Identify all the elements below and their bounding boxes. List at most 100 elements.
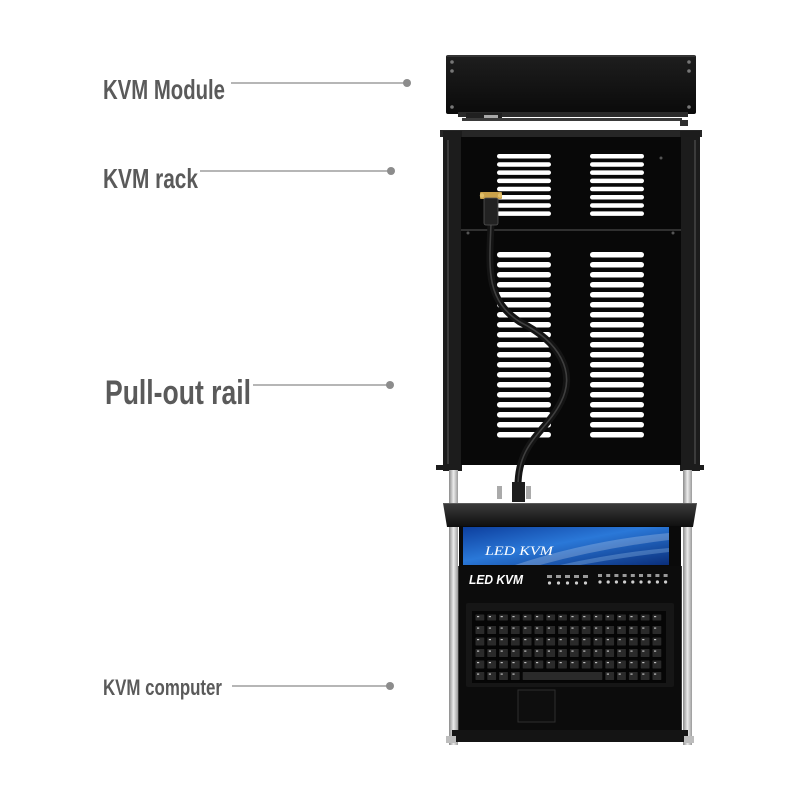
key-legend xyxy=(500,627,503,629)
key-legend xyxy=(488,673,491,675)
key-legend xyxy=(654,662,657,664)
panel-led xyxy=(598,580,602,584)
keyboard-key xyxy=(592,613,604,622)
module-screw xyxy=(687,105,691,109)
key-legend xyxy=(477,616,480,618)
key-legend xyxy=(606,662,609,664)
key-legend xyxy=(642,627,645,629)
keyboard-key xyxy=(557,648,568,658)
key-legend xyxy=(536,662,539,664)
keyboard-key xyxy=(557,636,568,647)
keyboard-key xyxy=(627,659,639,670)
vent-slot xyxy=(590,352,644,358)
vent-slot xyxy=(590,312,644,318)
panel-button xyxy=(622,574,627,577)
key-legend xyxy=(477,627,480,629)
label-pull-out-rail: Pull-out rail xyxy=(105,374,251,412)
keyboard-key xyxy=(474,648,486,658)
computer-foot xyxy=(446,736,456,743)
keyboard-key xyxy=(533,613,545,622)
key-legend xyxy=(583,639,586,641)
keyboard-key xyxy=(651,659,663,670)
key-legend xyxy=(595,650,598,652)
key-legend xyxy=(477,650,480,652)
screen-light-streak xyxy=(560,548,669,565)
keyboard-key xyxy=(521,636,533,647)
keyboard-key xyxy=(639,659,651,670)
keyboard-key xyxy=(498,671,509,681)
keyboard-key xyxy=(604,636,616,647)
keyboard-key xyxy=(498,613,509,622)
key-legend xyxy=(606,616,609,618)
panel-led xyxy=(547,581,552,585)
vent-slot xyxy=(590,203,644,208)
keyboard-key xyxy=(639,613,651,622)
pull-out-rail-left xyxy=(449,470,458,745)
vent-slot xyxy=(590,195,644,200)
key-legend xyxy=(595,616,598,618)
keyboard-key xyxy=(509,648,521,658)
key-legend xyxy=(547,639,550,641)
key-legend xyxy=(642,650,645,652)
panel-button xyxy=(574,575,579,578)
vent-slot xyxy=(590,178,644,184)
plug-clip xyxy=(526,486,531,499)
keyboard-key xyxy=(580,648,592,658)
key-legend xyxy=(477,673,480,675)
vent-slot xyxy=(590,211,644,216)
key-legend xyxy=(488,662,491,664)
keyboard-key xyxy=(557,613,568,622)
key-legend xyxy=(618,662,621,664)
key-legend xyxy=(559,650,562,652)
keyboard-key xyxy=(592,648,604,658)
key-legend xyxy=(583,650,586,652)
panel-led xyxy=(647,580,651,584)
key-legend xyxy=(547,650,550,652)
rack-left-rail xyxy=(443,131,462,471)
vent-slot xyxy=(590,412,644,418)
key-legend xyxy=(524,662,527,664)
keyboard-key xyxy=(616,625,627,635)
panel-led xyxy=(655,580,660,584)
keyboard-key xyxy=(651,625,663,635)
vent-slot xyxy=(497,252,551,258)
key-legend xyxy=(512,650,515,652)
module-bracket xyxy=(462,118,682,121)
module-bottom-lip xyxy=(458,112,688,117)
keyboard-key xyxy=(521,613,533,622)
panel-button xyxy=(598,574,602,577)
keyboard-key xyxy=(604,648,616,658)
keyboard-key xyxy=(627,625,639,635)
key-legend xyxy=(618,673,621,675)
screen-brand-text: LED KVM xyxy=(484,543,555,558)
rack-ventilation-slots xyxy=(497,154,644,438)
vent-slot xyxy=(590,292,644,298)
label-kvm-rack: KVM rack xyxy=(103,163,198,194)
panel-led xyxy=(565,581,570,585)
key-legend xyxy=(583,616,586,618)
key-legend xyxy=(524,650,527,652)
keyboard-key xyxy=(474,625,486,635)
key-legend xyxy=(488,616,491,618)
key-legend xyxy=(606,639,609,641)
pull-out-rails xyxy=(449,470,692,745)
control-panel-buttons xyxy=(547,574,668,585)
key-legend xyxy=(571,639,574,641)
vent-slot xyxy=(590,322,644,328)
cable-connector-body xyxy=(483,197,499,226)
keyboard-key xyxy=(592,636,604,647)
key-legend xyxy=(595,639,598,641)
keyboard-key xyxy=(486,659,498,670)
keyboard-key xyxy=(639,625,651,635)
key-legend xyxy=(512,639,515,641)
vent-slot xyxy=(497,422,551,428)
key-legend xyxy=(654,650,657,652)
vent-slot xyxy=(590,402,644,408)
video-cable xyxy=(479,192,570,502)
key-legend xyxy=(559,639,562,641)
touchpad xyxy=(517,689,556,723)
rack-screw xyxy=(659,156,663,160)
key-legend xyxy=(488,627,491,629)
